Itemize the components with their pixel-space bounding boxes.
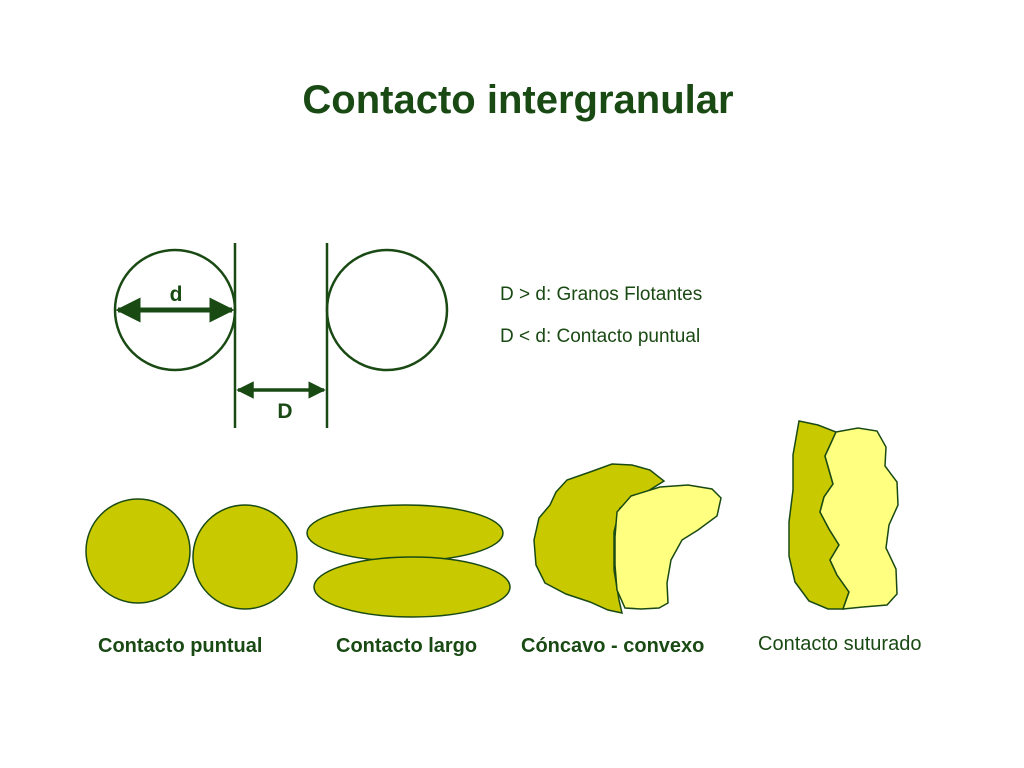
rules-list: D > d: Granos Flotantes D < d: Contacto … xyxy=(500,284,702,347)
long-contact-example xyxy=(306,504,511,618)
spacing-schematic: d D xyxy=(113,243,449,428)
caption-concave-convex: Cóncavo - convexo xyxy=(521,635,704,657)
caption-sutured-contact: Contacto suturado xyxy=(758,633,921,655)
captions: Contacto puntual Contacto largo Cóncavo … xyxy=(98,633,921,657)
concave-grain xyxy=(533,463,666,614)
long-contact-grain-top xyxy=(306,504,504,562)
point-contact-grain-right xyxy=(192,504,298,610)
convex-grain xyxy=(614,484,722,610)
point-contact-grain-left xyxy=(85,498,191,604)
slide-title: Contacto intergranular xyxy=(302,78,734,122)
caption-point-contact: Contacto puntual xyxy=(98,635,262,657)
caption-long-contact: Contacto largo xyxy=(336,635,477,657)
rule-floating-grains: D > d: Granos Flotantes xyxy=(500,284,702,305)
point-contact-example xyxy=(85,498,298,610)
sutured-grain-light xyxy=(819,427,899,610)
rule-point-contact: D < d: Contacto puntual xyxy=(500,326,700,347)
sutured-contact-example xyxy=(788,420,899,610)
concave-convex-example xyxy=(533,463,722,614)
long-contact-grain-bottom xyxy=(313,556,511,618)
diameter-label: d xyxy=(170,283,183,306)
right-grain-circle xyxy=(325,248,449,372)
distance-label: D xyxy=(277,400,292,423)
